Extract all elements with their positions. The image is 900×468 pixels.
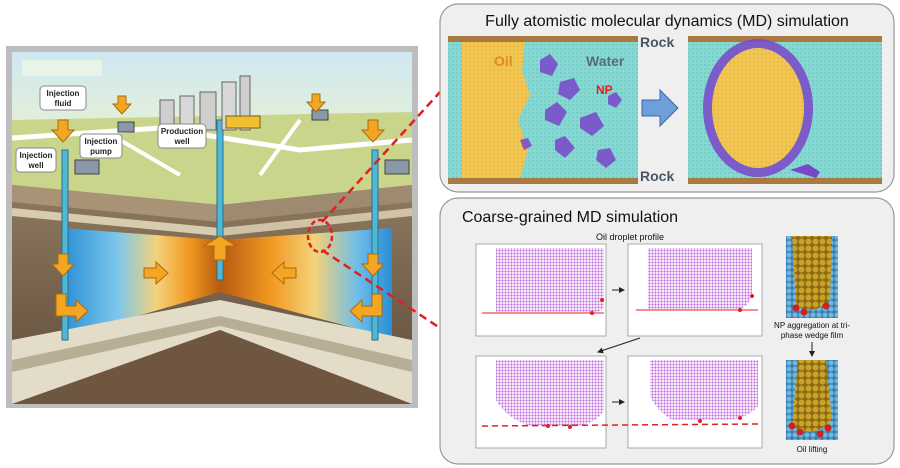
injection-well-right [371,149,379,341]
md-snapshot-after [688,36,882,184]
md-panel: Fully atomistic molecular dynamics (MD) … [439,3,895,193]
lifting-caption: Oil lifting [797,445,828,454]
injection-pump-left [74,159,100,175]
label-injection-pump: Injection pump [79,133,123,159]
pumpjack [225,115,261,129]
down-arrow-icon [360,119,386,143]
rock-label-bottom: Rock [640,168,674,184]
rock-layer-top [448,36,638,42]
label-production-well: Production well [157,123,207,149]
up-arrow-icon [202,235,238,261]
down-arrow-icon [305,93,327,113]
injection-well-left [61,149,69,341]
label-text: well [27,161,43,170]
label-text: Injection [85,137,118,146]
label-text: fluid [55,99,72,108]
np-clusters [520,54,622,168]
zoom-connectors [321,91,441,330]
injection-pump-right [384,159,410,175]
cg-plot-2 [627,243,763,337]
contact-line [481,423,761,427]
left-arrow-icon [349,293,383,324]
sequence-arrows [597,287,815,405]
droplet-profile [650,360,758,420]
reservoir-diagram: Injection fluid Injection pump Injection… [6,46,418,408]
np-shell [703,39,813,177]
label-text: Injection [20,151,53,160]
cg-plot-4 [627,355,763,449]
label-text: Injection [47,89,80,98]
droplet-profile [648,248,752,310]
down-arrow-icon [50,119,76,143]
profile-caption: Oil droplet profile [596,232,664,242]
bead-snapshot-top [786,236,838,318]
oil-label: Oil [494,53,513,69]
label-injection-fluid: Injection fluid [39,85,87,111]
down-arrow-icon [50,253,76,277]
transition-arrow-icon [641,88,679,128]
production-well [216,119,224,281]
cg-plot-1 [475,243,607,337]
droplet-profile [496,248,604,313]
aggregation-caption: phase wedge film [781,331,844,340]
cg-panel-title: Coarse-grained MD simulation [462,209,678,226]
md-snapshot-before: Oil Water NP [448,36,638,184]
left-arrow-icon [271,260,297,286]
bead-snapshot-bottom [786,360,838,440]
water-label: Water [586,53,625,69]
md-panel-title: Fully atomistic molecular dynamics (MD) … [485,13,849,30]
diagonal-arrow-icon [597,337,641,354]
oil-phase [462,42,530,178]
oil-droplet [712,48,804,168]
np-label: NP [596,83,613,97]
label-text: well [173,137,189,146]
flow-arrows [50,93,386,324]
label-text: pump [90,147,112,156]
droplet-profile [496,360,604,426]
right-arrow-icon [55,293,89,324]
aggregation-caption: NP aggregation at tri- [774,321,850,330]
cg-plot-3 [475,355,607,449]
rock-label-top: Rock [640,34,674,50]
zoom-circle [306,218,334,254]
road [11,125,413,153]
right-arrow-icon [143,260,169,286]
rock-layer-bottom [448,178,638,184]
label-text: Production [161,127,203,136]
reservoir-left [62,228,220,338]
title-placeholder-box [22,60,102,76]
reservoir-right [220,228,392,338]
label-injection-well: Injection well [15,147,57,173]
down-arrow-icon [360,253,386,277]
down-arrow-icon [111,95,133,115]
cg-panel: Coarse-grained MD simulation Oil droplet… [439,197,895,465]
production-facility [159,75,261,131]
